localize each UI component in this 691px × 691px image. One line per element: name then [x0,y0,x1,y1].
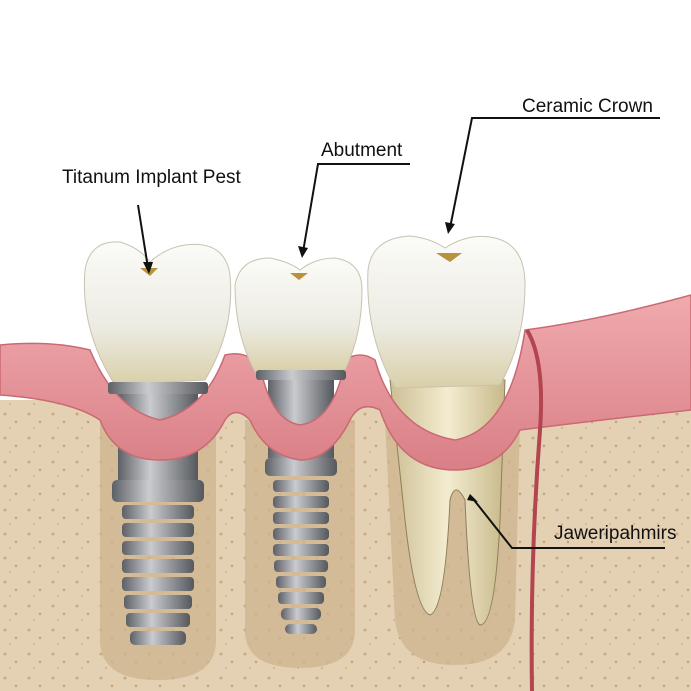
leader-abutment [302,163,410,253]
crown-2-fissure [290,273,308,280]
abutment-collar-2 [256,370,346,380]
label-ceramic-crown: Ceramic Crown [522,96,653,117]
arrowhead-abutment [298,246,308,258]
ceramic-crown [367,235,526,389]
arrowhead-titanium [143,262,153,274]
crown-1 [83,241,232,386]
label-abutment: Abutment [321,140,403,161]
label-jaw: Jaweripahmirs [554,523,677,544]
ceramic-crown-fissure [436,253,462,262]
blood-vessel [525,328,544,691]
leader-titanium [137,204,149,269]
label-titanium-implant-post: Titanum Implant Pest [62,167,241,188]
leader-jaw [473,499,665,549]
abutment-collar-1 [108,382,208,394]
gum [0,294,691,471]
titanium-implant-post-1 [112,390,204,645]
crown-2 [234,257,363,373]
arrowhead-jaw [467,494,478,502]
leader-crown [449,117,660,229]
arrowhead-crown [445,222,455,234]
